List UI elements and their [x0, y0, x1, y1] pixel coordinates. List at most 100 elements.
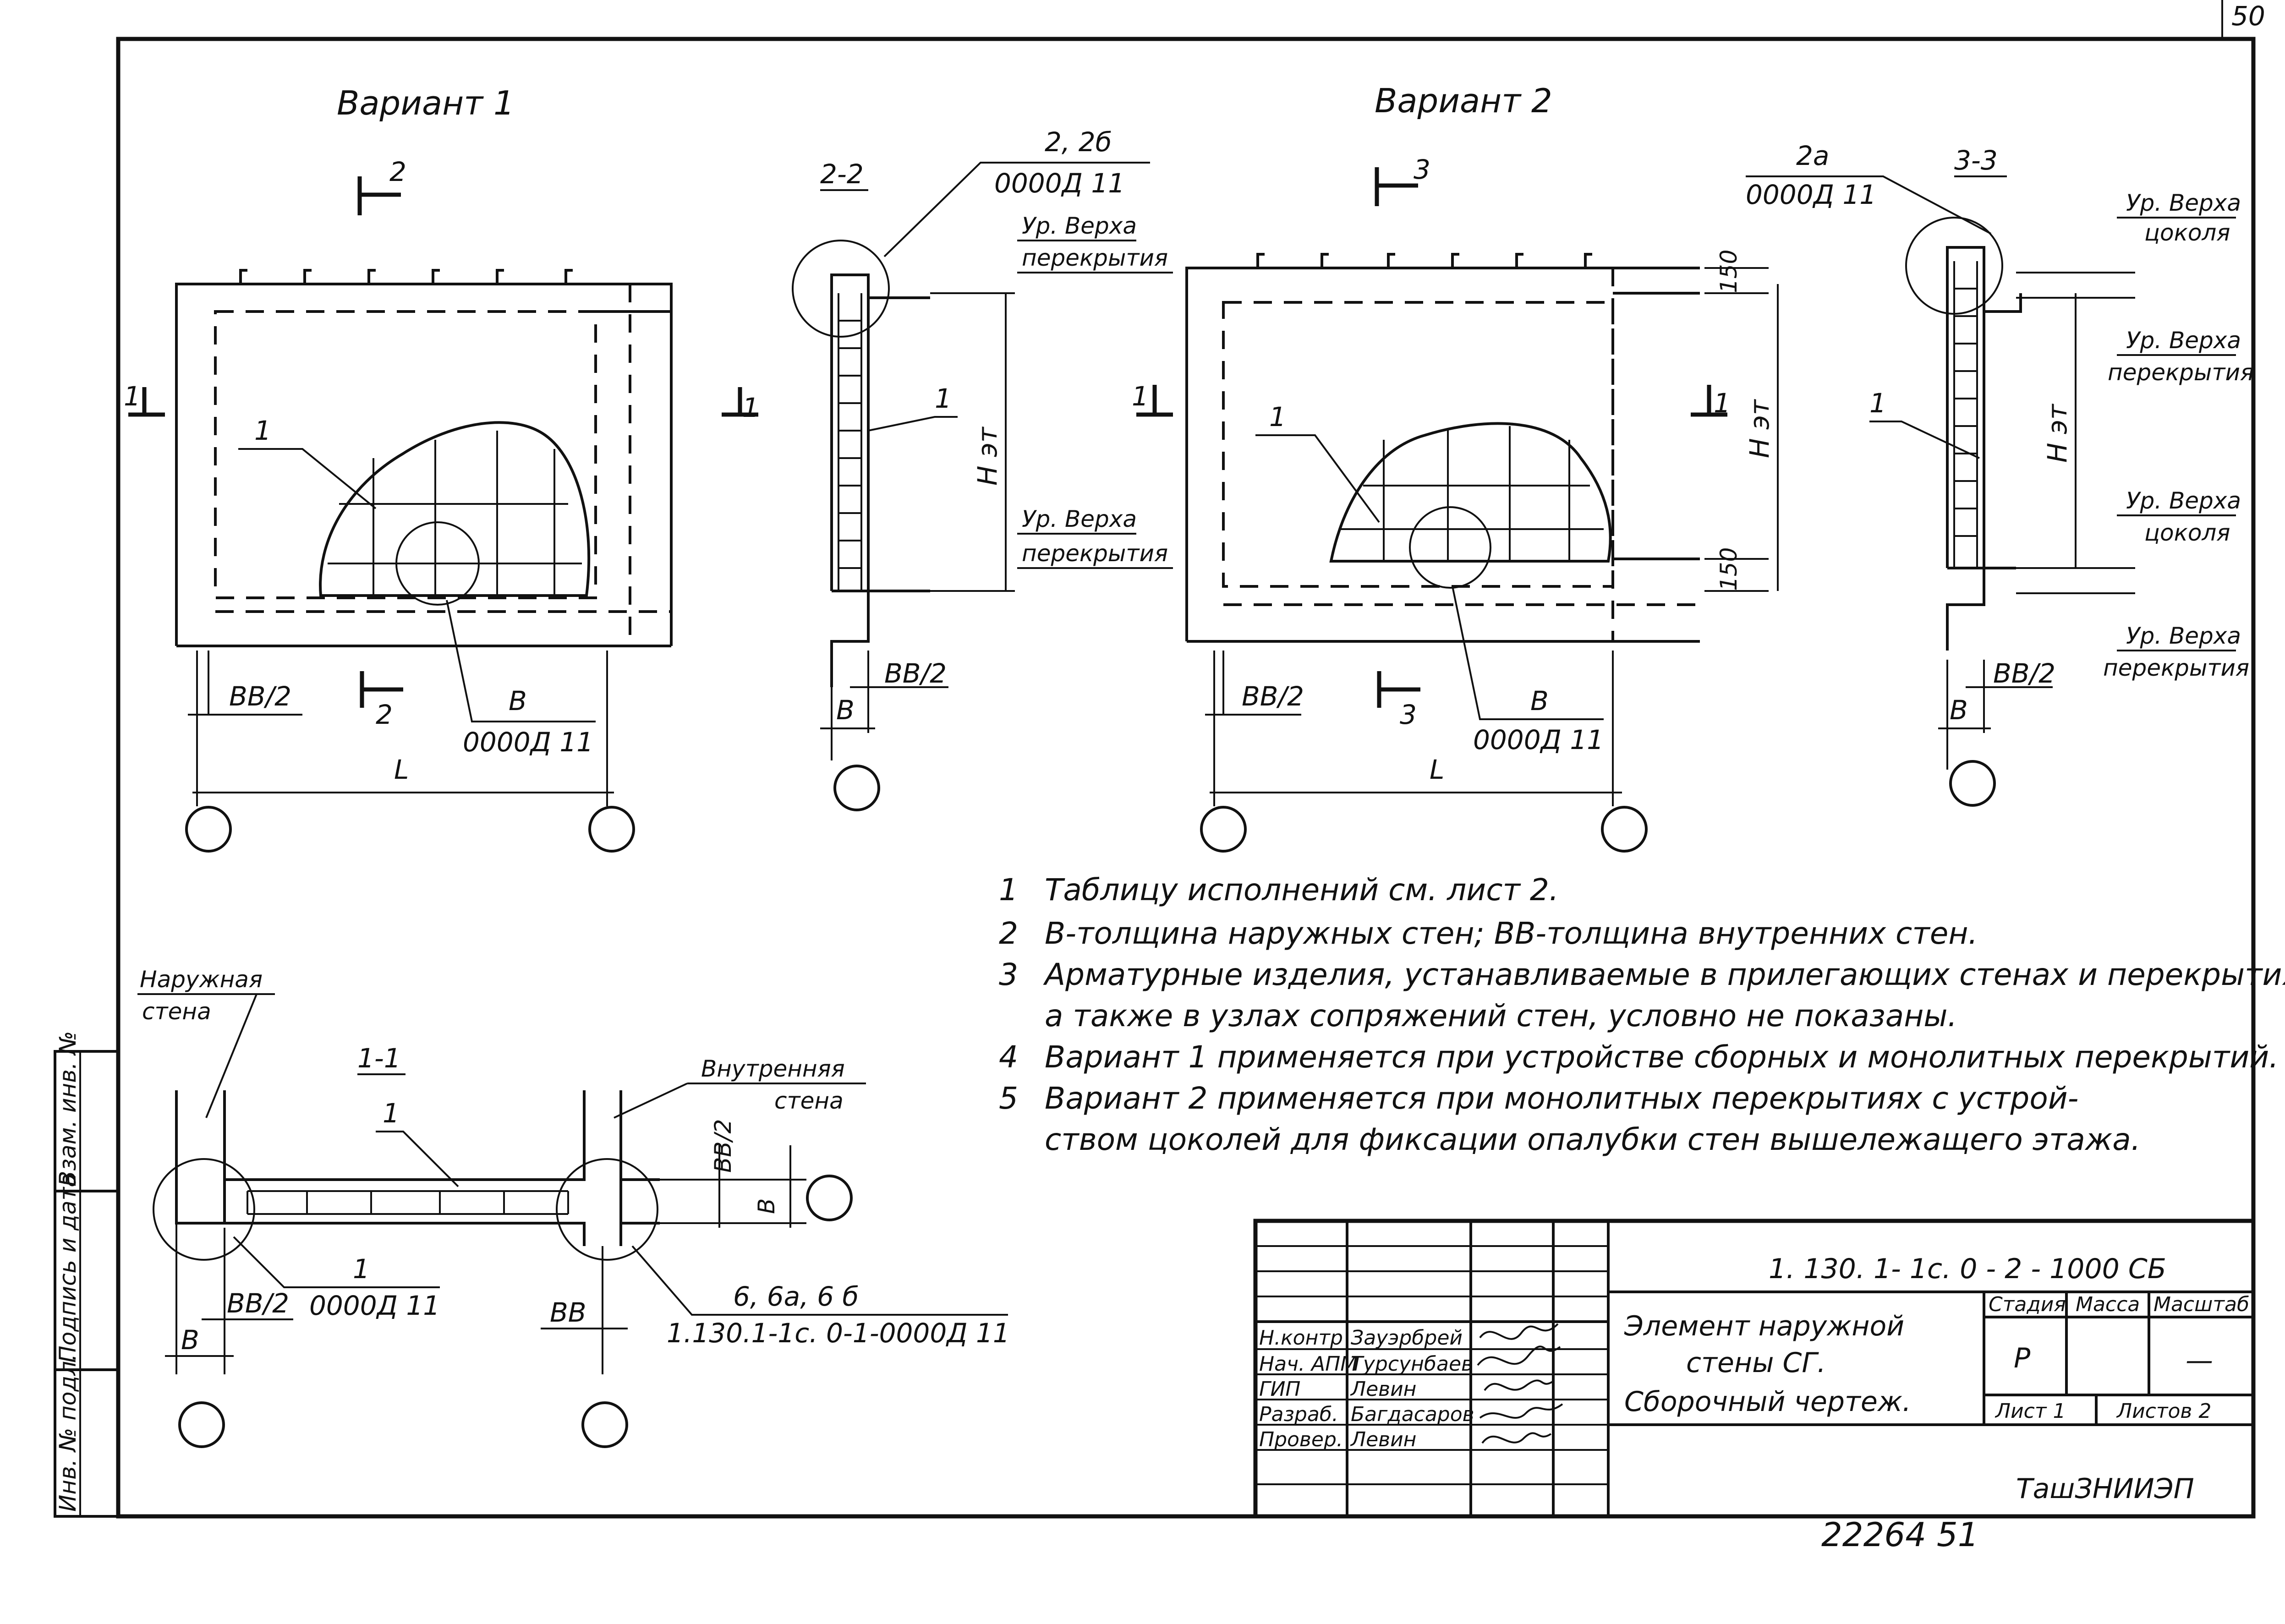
note-5-num: 5	[999, 1081, 1018, 1116]
tb-name-2: Турсунбаев	[1351, 1352, 1473, 1376]
tb-role-3: ГИП	[1259, 1378, 1301, 1401]
variant2-dim-bb2: ВВ/2	[1242, 681, 1304, 712]
section11-callout-1: 1	[383, 1098, 400, 1129]
section11-dim-bb2-right: ВВ/2	[710, 1119, 736, 1173]
variant1-callout-b: В	[509, 685, 527, 716]
variant2-section-right: 1	[1714, 388, 1731, 419]
note-3-text: Арматурные изделия, устанавливаемые в пр…	[1043, 957, 2285, 992]
notes: 1 Таблицу исполнений см. лист 2. 2 В-тол…	[999, 872, 2285, 1157]
variant1-section-top: 2	[389, 156, 406, 187]
section11-title: 1-1	[357, 1043, 401, 1074]
section33-level-2: цоколя	[2144, 219, 2230, 246]
variant1-section-left: 1	[124, 381, 141, 412]
section33-level-1: Ур. Верха	[2126, 190, 2241, 216]
tb-name-5: Левин	[1350, 1428, 1416, 1451]
title-block: Н.контр Зауэрбрей Нач. АПМ Турсунбаев ГИ…	[1253, 1219, 2256, 1519]
variant2-title: Вариант 2	[1375, 82, 1552, 120]
tb-name-line2: стены СГ.	[1686, 1347, 1826, 1379]
variant1-section-right: 1	[742, 392, 759, 423]
tb-scale-label: Масштаб	[2153, 1293, 2249, 1316]
note-1-text: Таблицу исполнений см. лист 2.	[1045, 872, 1559, 908]
side-stamp: Взам. инв. № Подпись и дата Инв. № подл.	[54, 1031, 120, 1518]
section33-level-4: перекрытия	[2108, 359, 2254, 386]
section22-dim-h: Н эт	[972, 426, 1003, 486]
tb-name-1: Зауэрбрей	[1351, 1326, 1463, 1350]
tb-doc-code: 1. 130. 1- 1с. 0 - 2 - 1000 СБ	[1769, 1253, 2166, 1285]
tb-role-4: Разраб.	[1259, 1403, 1338, 1426]
section22-level-top-1: Ур. Верха	[1022, 213, 1137, 239]
section33-callout-top-ref: 0000Д 11	[1746, 179, 1876, 210]
section11-dim-bb: ВВ	[550, 1297, 586, 1328]
variant2-callout-ref: 0000Д 11	[1473, 724, 1604, 755]
tb-role-1: Н.контр	[1259, 1326, 1343, 1350]
tb-stage-value: Р	[2014, 1342, 2031, 1374]
section33-level-3: Ур. Верха	[2126, 327, 2241, 354]
tb-name-4: Багдасаров	[1351, 1403, 1474, 1426]
variant2-elevation: Вариант 2 3 3 1 1 1 В 0000Д 11	[1132, 82, 1779, 853]
section11-dim-b-left: В	[181, 1324, 199, 1356]
sheet-frame: 50 22264 51	[116, 0, 2265, 1554]
note-3b-text: а также в узлах сопряжений стен, условно…	[1045, 998, 1957, 1033]
section33-dim-b: В	[1950, 694, 1968, 726]
stamp-inv-original: Инв. № подл.	[55, 1354, 81, 1512]
variant1-elevation: Вариант 1 2 2 1 1 1 В 0000Д 1	[124, 84, 759, 853]
variant2-callout-b: В	[1530, 685, 1549, 716]
note-2-num: 2	[999, 916, 1018, 951]
section11-dim-bb2-left: ВВ/2	[227, 1288, 289, 1319]
note-4-text: Вариант 1 применяется при устройстве сбо…	[1045, 1039, 2279, 1075]
variant2-callout-1: 1	[1269, 401, 1286, 432]
section22-dim-bb2: ВВ/2	[884, 658, 947, 689]
section33-level-6: цоколя	[2144, 519, 2230, 546]
section11-callout-right-num: 6, 6а, 6 б	[733, 1281, 859, 1312]
section11-inner-wall-1: Внутренняя	[701, 1055, 845, 1082]
tb-mass-label: Масса	[2076, 1293, 2140, 1316]
variant1-title: Вариант 1	[337, 84, 515, 122]
variant1-section-bottom: 2	[376, 699, 393, 730]
section11-dim-b-right: В	[753, 1198, 780, 1214]
variant2-dim-L: L	[1430, 754, 1444, 785]
tb-stage-label: Стадия	[1989, 1293, 2066, 1316]
tb-sheet-label: Лист 1	[1995, 1400, 2066, 1423]
section33-level-7: Ур. Верха	[2126, 623, 2241, 649]
tb-sheets-label: Листов 2	[2116, 1400, 2211, 1423]
tb-name-line3: Сборочный чертеж.	[1624, 1386, 1911, 1418]
section-1-1: 1-1 Наружная стена Внутренняя стена 1 1 …	[137, 966, 1010, 1448]
section33-dim-h: Н эт	[2042, 403, 2073, 463]
section22-callout-top: 2, 2б	[1045, 126, 1112, 158]
stamp-replace-inv: Взам. инв. №	[55, 1031, 81, 1187]
note-1-num: 1	[999, 872, 1018, 908]
variant2-dim-150-bot: 150	[1715, 547, 1742, 591]
section22-title: 2-2	[820, 159, 864, 190]
section33-callout-top: 2а	[1796, 140, 1829, 171]
tb-scale-value: —	[2186, 1345, 2213, 1377]
signatures	[1477, 1323, 1563, 1444]
section33-level-8: перекрытия	[2103, 655, 2249, 681]
section22-callout-1: 1	[935, 383, 952, 414]
note-5-text: Вариант 2 применяется при монолитных пер…	[1045, 1081, 2078, 1116]
variant1-callout-ref: 0000Д 11	[463, 727, 593, 758]
tb-organization: ТашЗНИИЭП	[2016, 1473, 2194, 1505]
note-5b-text: ством цоколей для фиксации опалубки стен…	[1045, 1122, 2141, 1157]
tb-name-line1: Элемент наружной	[1624, 1310, 1904, 1342]
section22-level-bot-2: перекрытия	[1022, 540, 1168, 567]
section33-dim-bb2: ВВ/2	[1993, 658, 2055, 689]
variant2-section-top: 3	[1414, 154, 1430, 185]
section-2-2: 2-2 2, 2б 0000Д 11 Ур. Верха перекрытия …	[792, 126, 1173, 811]
section11-outer-wall-2: стена	[142, 998, 211, 1025]
section33-level-5: Ур. Верха	[2126, 487, 2241, 514]
variant2-section-left: 1	[1132, 381, 1149, 412]
footer-number: 22264 51	[1821, 1515, 1979, 1554]
note-2-text: В-толщина наружных стен; ВВ-толщина внут…	[1045, 916, 1978, 951]
variant2-section-bottom: 3	[1400, 699, 1417, 730]
section33-callout-1: 1	[1869, 388, 1886, 419]
stamp-signature-date: Подпись и дата	[55, 1173, 81, 1363]
section11-callout-left-ref: 0000Д 11	[309, 1290, 440, 1321]
variant2-dim-h: Н эт	[1744, 399, 1775, 458]
tb-role-5: Провер.	[1259, 1428, 1343, 1451]
section22-callout-top-ref: 0000Д 11	[994, 168, 1125, 199]
section11-outer-wall-1: Наружная	[140, 966, 263, 993]
variant1-dim-L: L	[394, 754, 409, 785]
section33-title: 3-3	[1954, 145, 1998, 176]
section22-level-top-2: перекрытия	[1022, 245, 1168, 271]
